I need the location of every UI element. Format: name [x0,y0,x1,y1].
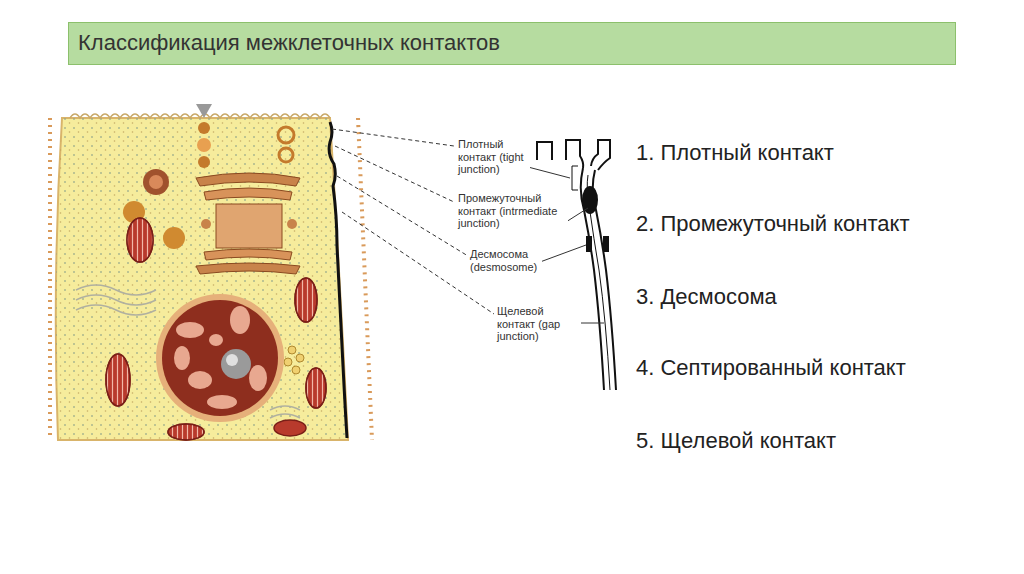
list-item: 5. Щелевой контакт [636,427,1016,456]
list-item: 3. Десмосома [636,283,1016,312]
junction-label: Плотный контакт (tight junction) [458,138,530,176]
junction-label: Десмосома (desmosome) [470,248,542,273]
list-item: 1. Плотный контакт [636,139,1016,168]
list-item: 2. Промежуточный контакт [636,210,1016,239]
list-item: 4. Септированный контакт [636,354,1016,383]
junction-label: Промежуточный контакт (intrmediate junct… [458,192,568,230]
junction-label: Щелевой контакт (gap junction) [497,305,581,343]
title: Классификация межклеточных контактов [78,30,500,56]
